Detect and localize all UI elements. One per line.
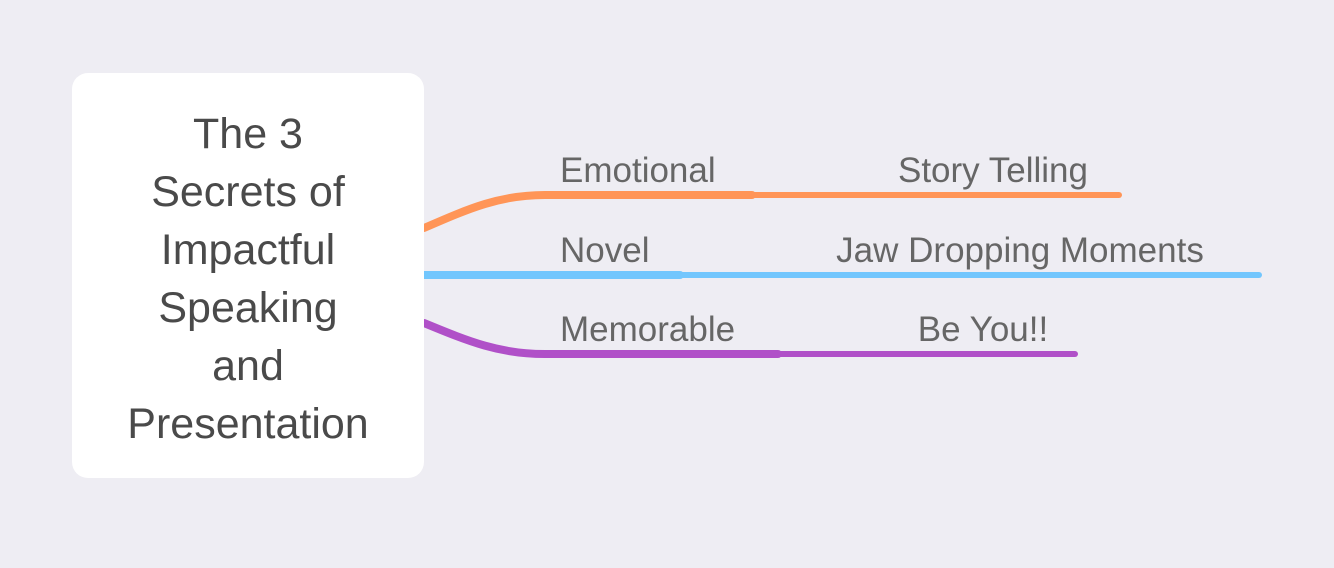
central-topic-line: and <box>212 342 284 390</box>
central-topic-line: Speaking <box>158 284 337 332</box>
central-topic-box[interactable] <box>72 73 424 478</box>
central-topic[interactable]: The 3 Secrets of Impactful Speaking and … <box>72 73 424 478</box>
subtopic-be-you[interactable]: Be You!! <box>918 310 1048 349</box>
topic-novel[interactable]: Novel <box>560 231 649 270</box>
subtopic-story-telling[interactable]: Story Telling <box>898 151 1088 190</box>
central-topic-line: Secrets of <box>151 168 346 216</box>
subtopic-jaw-dropping-moments[interactable]: Jaw Dropping Moments <box>836 231 1204 270</box>
topic-emotional[interactable]: Emotional <box>560 151 716 190</box>
central-topic-line: Presentation <box>127 400 368 448</box>
topic-memorable[interactable]: Memorable <box>560 310 735 349</box>
central-topic-line: Impactful <box>161 226 335 274</box>
branch-line-memorable <box>420 319 782 358</box>
central-topic-line: The 3 <box>193 110 303 158</box>
branch-line-emotional <box>420 191 756 232</box>
